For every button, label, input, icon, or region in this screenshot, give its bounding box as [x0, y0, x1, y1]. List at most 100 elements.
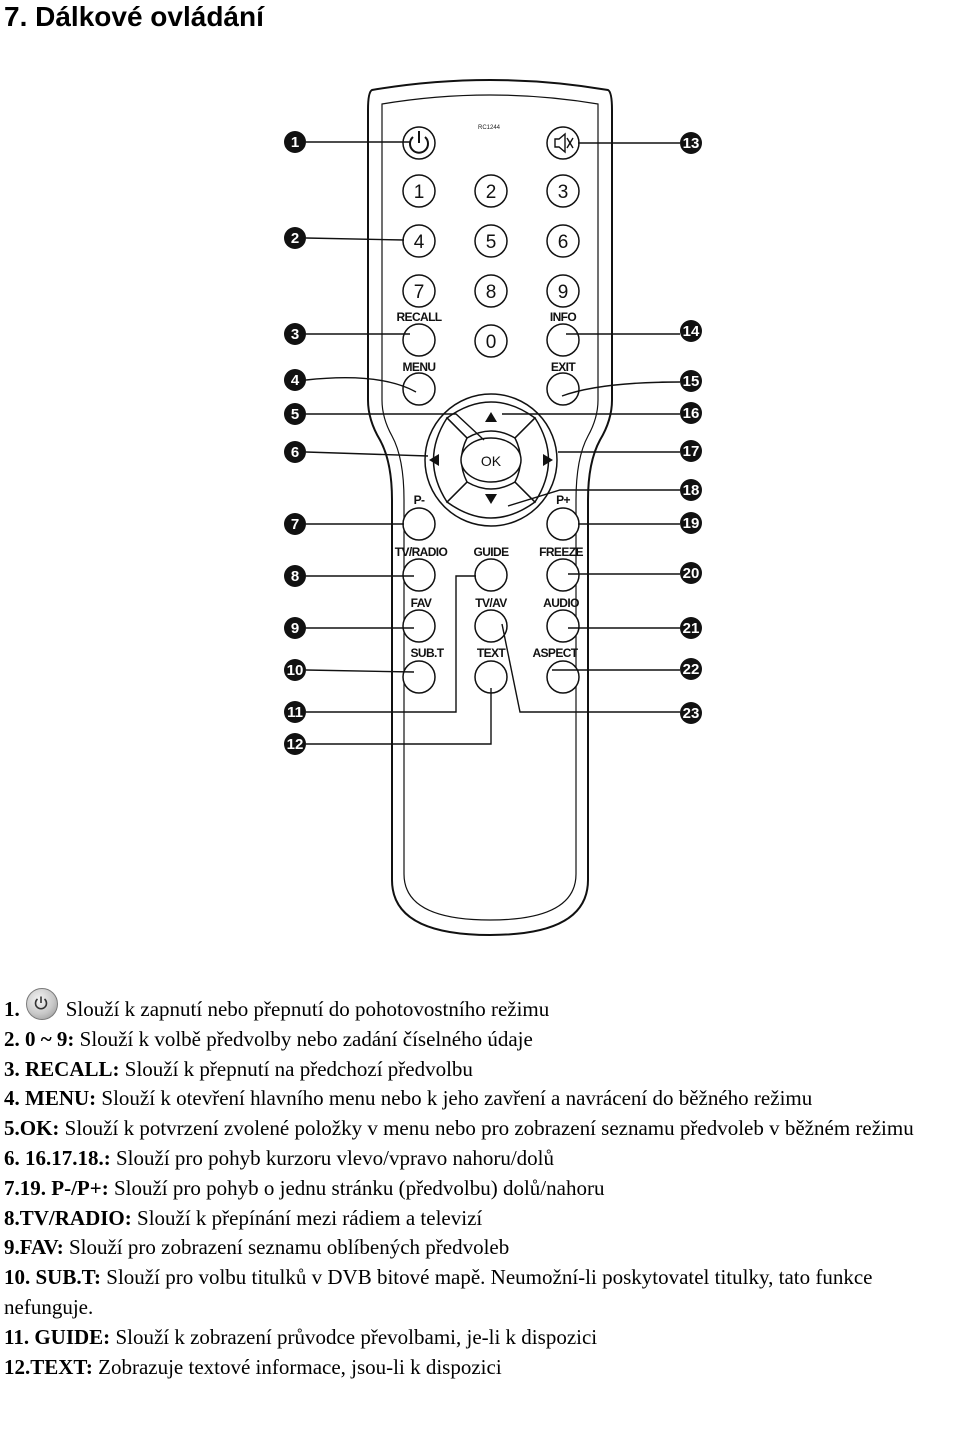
callout-number: 17	[683, 443, 700, 460]
callout-number: 8	[291, 568, 299, 585]
legend-item-3: 3. RECALL: Slouží k přepnutí na předchoz…	[4, 1055, 960, 1085]
legend-item-1: 1.Slouží k zapnutí nebo přepnutí do poho…	[4, 988, 960, 1025]
freeze-button[interactable]	[546, 558, 580, 592]
digit-label: 5	[486, 232, 497, 253]
ok-button[interactable]: OK	[460, 437, 522, 483]
legend-text: Slouží k otevření hlavního menu nebo k j…	[96, 1086, 813, 1111]
fav-button[interactable]	[402, 609, 436, 643]
callout-number: 6	[291, 444, 299, 461]
fav-label: FAV	[411, 596, 432, 610]
legend-key: 7.19. P-/P+:	[4, 1175, 109, 1200]
callout-badge: 20	[680, 562, 702, 584]
callout-number: 21	[683, 620, 700, 637]
subt-button[interactable]	[402, 660, 436, 694]
legend-item-2: 2. 0 ~ 9: Slouží k volbě předvolby nebo …	[4, 1025, 960, 1055]
legend-text: Slouží k volbě předvolby nebo zadání čís…	[74, 1026, 533, 1051]
legend-text: Slouží k přepnutí na předchozí předvolbu	[119, 1056, 473, 1081]
digit-label: 1	[414, 182, 425, 203]
power-button[interactable]	[402, 126, 436, 160]
remote-control-diagram: RC1244 1 2 3 4 5 6 7 8 9 0 RECALL INFO M…	[284, 79, 702, 937]
callout-badge: 18	[680, 479, 702, 501]
digit-button-5[interactable]: 5	[474, 224, 508, 258]
callout-badge: 9	[284, 617, 306, 639]
callout-number: 4	[291, 372, 300, 389]
callout-badge: 23	[680, 702, 702, 724]
digit-button-4[interactable]: 4	[402, 224, 436, 258]
digit-label: 2	[486, 182, 497, 203]
digit-button-2[interactable]: 2	[474, 174, 508, 208]
dpad-left-button[interactable]	[429, 416, 468, 504]
callout-badge: 13	[680, 132, 702, 154]
callout-badge: 10	[284, 659, 306, 681]
callout-number: 1	[291, 134, 299, 151]
freeze-label: FREEZE	[539, 545, 583, 559]
digit-label: 4	[414, 232, 425, 253]
button-legend: 1.Slouží k zapnutí nebo přepnutí do poho…	[4, 988, 960, 1382]
arrow-up-icon	[485, 412, 497, 422]
exit-label: EXIT	[551, 360, 577, 374]
recall-label: RECALL	[396, 310, 441, 324]
legend-key: 11. GUIDE:	[4, 1324, 111, 1349]
legend-item-10: 10. SUB.T: Slouží pro volbu titulků v DV…	[4, 1263, 960, 1323]
digit-label: 8	[486, 282, 497, 303]
callout-badge: 15	[680, 370, 702, 392]
recall-button[interactable]	[402, 323, 436, 357]
audio-button[interactable]	[546, 609, 580, 643]
callout-number: 19	[683, 515, 700, 532]
callout-number: 11	[287, 704, 303, 721]
legend-key: 8.TV/RADIO:	[4, 1205, 132, 1230]
callout-number: 14	[683, 323, 700, 340]
dpad-right-button[interactable]	[514, 416, 553, 504]
p-plus-button[interactable]	[546, 507, 580, 541]
callout-badge: 6	[284, 441, 306, 463]
p-minus-label: P-	[414, 493, 425, 507]
legend-item-8: 8.TV/RADIO: Slouží k přepínání mezi rádi…	[4, 1204, 960, 1234]
callout-badge: 5	[284, 403, 306, 425]
legend-key: 10. SUB.T:	[4, 1265, 102, 1290]
info-button[interactable]	[546, 323, 580, 357]
callout-badge: 14	[680, 320, 702, 342]
legend-text: Slouží k zobrazení průvodce převolbami, …	[110, 1324, 598, 1349]
callout-number: 9	[291, 620, 299, 637]
aspect-button[interactable]	[546, 660, 580, 694]
tv-radio-button[interactable]	[402, 558, 436, 592]
mute-button[interactable]	[546, 126, 580, 160]
digit-button-0[interactable]: 0	[474, 324, 508, 358]
legend-item-9: 9.FAV: Slouží pro zobrazení seznamu oblí…	[4, 1233, 960, 1263]
digit-button-3[interactable]: 3	[546, 174, 580, 208]
exit-button[interactable]	[546, 372, 580, 406]
callout-badge: 12	[284, 733, 306, 755]
digit-button-7[interactable]: 7	[402, 274, 436, 308]
callout-badge: 16	[680, 402, 702, 424]
legend-item-7: 7.19. P-/P+: Slouží pro pohyb o jednu st…	[4, 1174, 960, 1204]
legend-text: Slouží pro pohyb kurzoru vlevo/vpravo na…	[110, 1145, 555, 1170]
menu-button[interactable]	[402, 372, 436, 406]
legend-item-5: 5.OK: Slouží k potvrzení zvolené položky…	[4, 1114, 960, 1144]
remote-inner-outline	[381, 94, 599, 921]
callout-number: 20	[683, 565, 700, 582]
digit-button-8[interactable]: 8	[474, 274, 508, 308]
digit-button-6[interactable]: 6	[546, 224, 580, 258]
guide-button[interactable]	[474, 558, 508, 592]
digit-button-1[interactable]: 1	[402, 174, 436, 208]
legend-item-6: 6. 16.17.18.: Slouží pro pohyb kurzoru v…	[4, 1144, 960, 1174]
callout-badge: 7	[284, 513, 306, 535]
callout-number: 18	[683, 482, 700, 499]
legend-item-12: 12.TEXT: Zobrazuje textové informace, js…	[4, 1353, 960, 1383]
callout-badge: 3	[284, 323, 306, 345]
callout-number: 3	[291, 326, 299, 343]
arrow-left-icon	[429, 454, 439, 466]
callout-number: 5	[291, 406, 299, 423]
legend-text: Slouží pro volbu titulků v DVB bitové ma…	[4, 1265, 873, 1319]
legend-key: 4. MENU:	[4, 1086, 97, 1111]
p-plus-label: P+	[556, 493, 570, 507]
digit-button-9[interactable]: 9	[546, 274, 580, 308]
callout-number: 12	[287, 736, 304, 753]
callout-number: 22	[683, 661, 700, 678]
tv-av-button[interactable]	[474, 609, 508, 643]
p-minus-button[interactable]	[402, 507, 436, 541]
callout-number: 16	[683, 405, 700, 422]
menu-label: MENU	[403, 360, 436, 374]
legend-key: 1.	[4, 997, 20, 1021]
callout-number: 7	[291, 516, 299, 533]
